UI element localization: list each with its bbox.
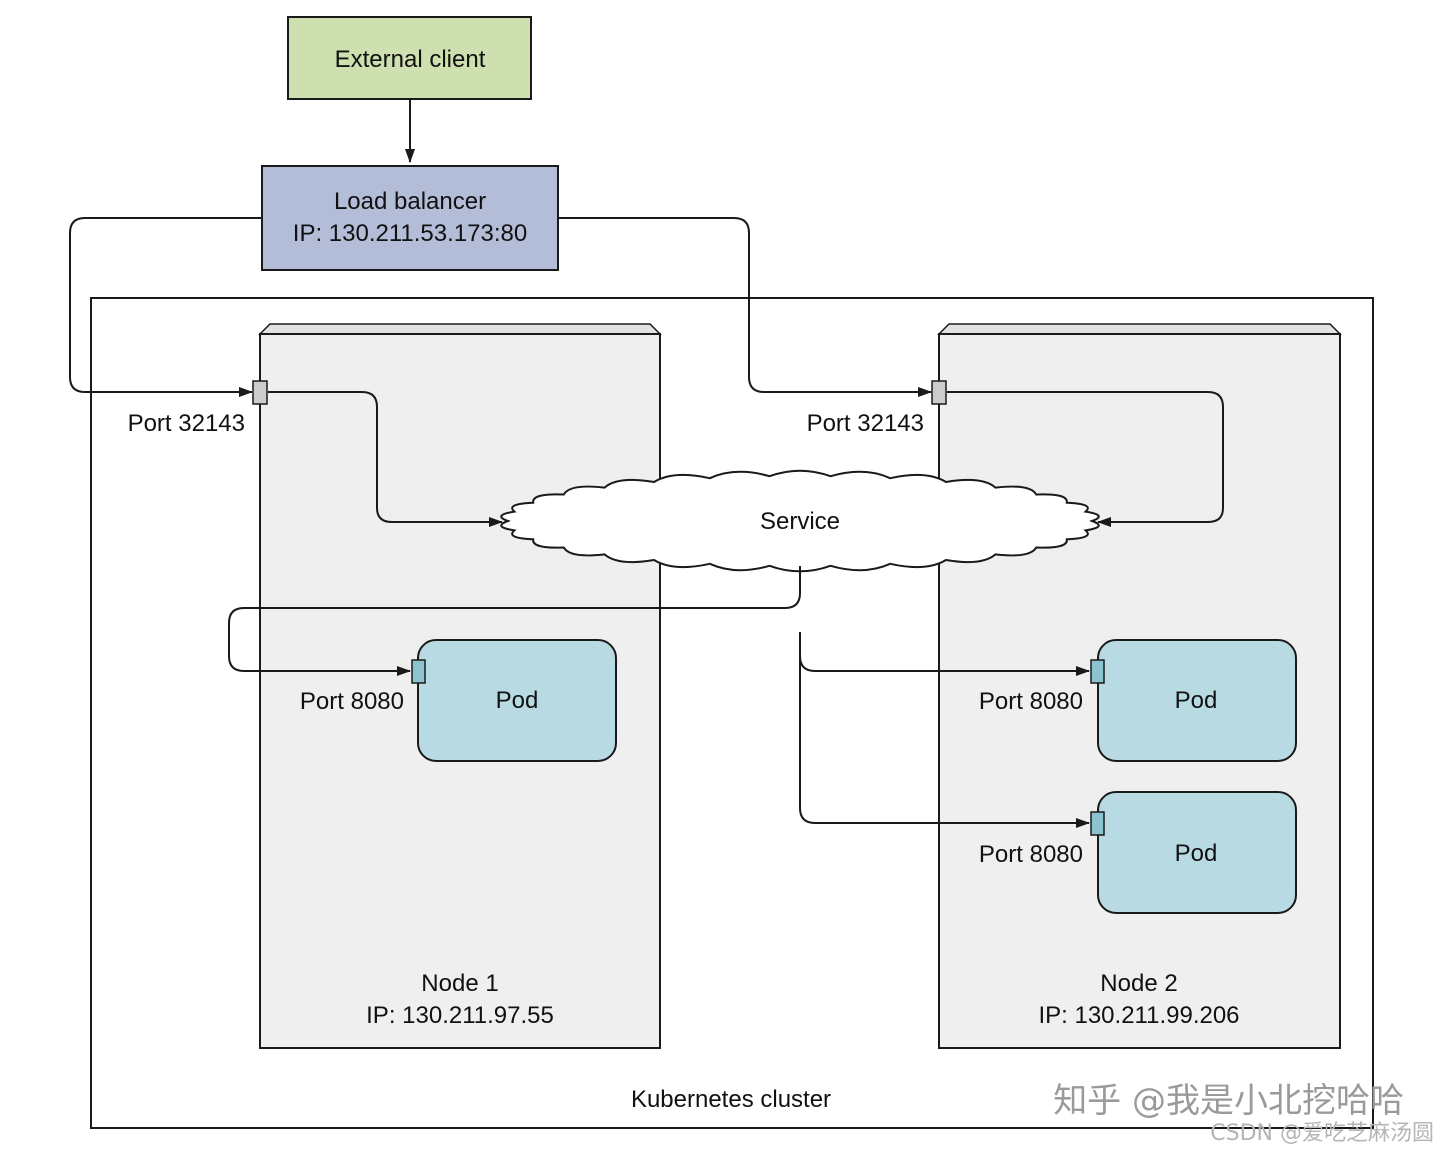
edge-lb-to-node2-port [558, 217, 932, 397]
service-cloud [500, 469, 1100, 573]
node-1-pod-port-label: Port 8080 [300, 688, 404, 715]
node-1-name: Node 1 [421, 970, 498, 997]
load-balancer-ip: IP: 130.211.53.173:80 [293, 220, 527, 247]
edge-service-to-node2-pod2 [799, 656, 1090, 828]
node-1-port-marker [252, 380, 268, 405]
watermark-primary: 知乎 @我是小北挖哈哈 [1053, 1081, 1404, 1121]
node-2-pod-2-label: Pod [1175, 840, 1218, 867]
service-label: Service [760, 508, 840, 535]
node-2-name: Node 2 [1100, 970, 1177, 997]
node-2-pod-2 [1097, 791, 1297, 914]
node-1-pod-label: Pod [496, 687, 539, 714]
node-2-pod-1-port-label: Port 8080 [979, 688, 1083, 715]
watermark-secondary: CSDN @爱吃芝麻汤圆 [1210, 1121, 1434, 1146]
node-1-pod [417, 639, 617, 762]
load-balancer-label: Load balancer [334, 188, 486, 215]
cluster-label: Kubernetes cluster [631, 1086, 831, 1113]
node-2-port-label: Port 32143 [807, 410, 924, 437]
external-client-box [287, 16, 532, 100]
node-2-ip: IP: 130.211.99.206 [1038, 1002, 1239, 1029]
edge-node2-port-to-service [947, 391, 1224, 527]
edge-node1-port-to-service [268, 391, 503, 527]
node-2-pod-2-port-marker [1090, 811, 1105, 836]
node-1-pod-port-marker [411, 659, 426, 684]
edge-service-to-node1-pod [228, 566, 801, 676]
load-balancer-box [261, 165, 559, 271]
node-1-ip: IP: 130.211.97.55 [366, 1002, 554, 1029]
node-2-pod-1 [1097, 639, 1297, 762]
node-2-pod-1-port-marker [1090, 659, 1105, 684]
node-2-port-marker [931, 380, 947, 405]
cluster-boundary [90, 297, 1374, 1129]
edge-lb-to-node1-port [69, 217, 262, 397]
node-2-pod-1-label: Pod [1175, 687, 1218, 714]
external-client-label: External client [335, 46, 486, 73]
node-1-port-label: Port 32143 [128, 410, 245, 437]
node-2-pod-2-port-label: Port 8080 [979, 841, 1083, 868]
